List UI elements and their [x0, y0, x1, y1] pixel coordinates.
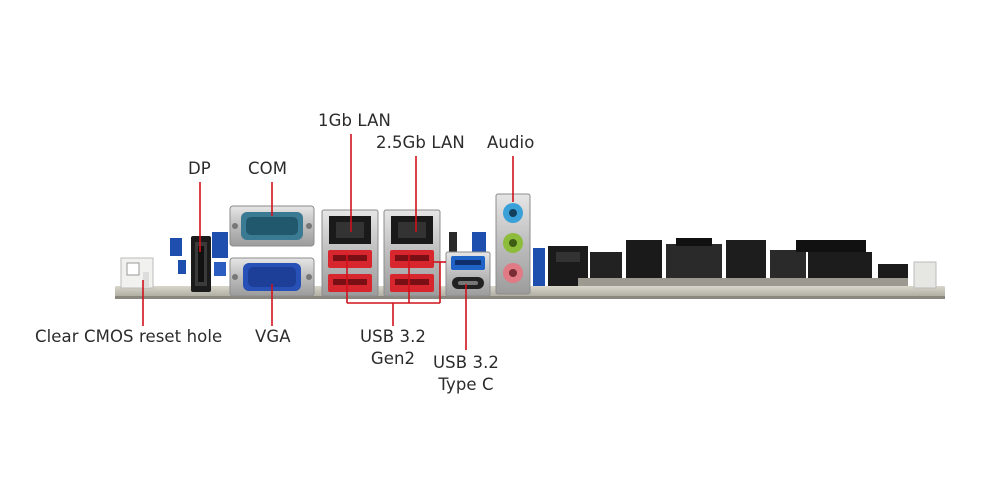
label-com: COM	[248, 159, 288, 178]
leader-lines	[142, 134, 514, 350]
vga-port	[229, 257, 315, 297]
lan2-usb-stack	[383, 209, 441, 297]
label-usb-gen2-line1: USB 3.2	[359, 327, 427, 346]
dp-port	[191, 236, 211, 292]
usb-typec-stack	[445, 232, 491, 297]
clear-cmos-block	[120, 257, 154, 289]
label-clear-cmos: Clear CMOS reset hole	[35, 327, 223, 346]
pcb-edge	[115, 296, 945, 299]
label-dp: DP	[188, 159, 211, 178]
audio-jacks	[495, 193, 531, 295]
label-usb-typec: USB 3.2 Type C	[426, 352, 506, 396]
board-components-right	[533, 238, 937, 289]
label-vga: VGA	[255, 327, 291, 346]
lan1-usb-stack	[321, 209, 379, 297]
label-usb-typec-line1: USB 3.2	[432, 353, 500, 372]
label-audio: Audio	[487, 133, 535, 152]
label-usb-typec-line2: Type C	[438, 375, 494, 394]
label-1gb-lan: 1Gb LAN	[318, 111, 391, 130]
label-usb-gen2: USB 3.2 Gen2	[353, 326, 433, 370]
blue-capacitors-left	[170, 232, 228, 276]
label-usb-gen2-line2: Gen2	[370, 349, 416, 368]
label-2-5gb-lan: 2.5Gb LAN	[376, 133, 465, 152]
